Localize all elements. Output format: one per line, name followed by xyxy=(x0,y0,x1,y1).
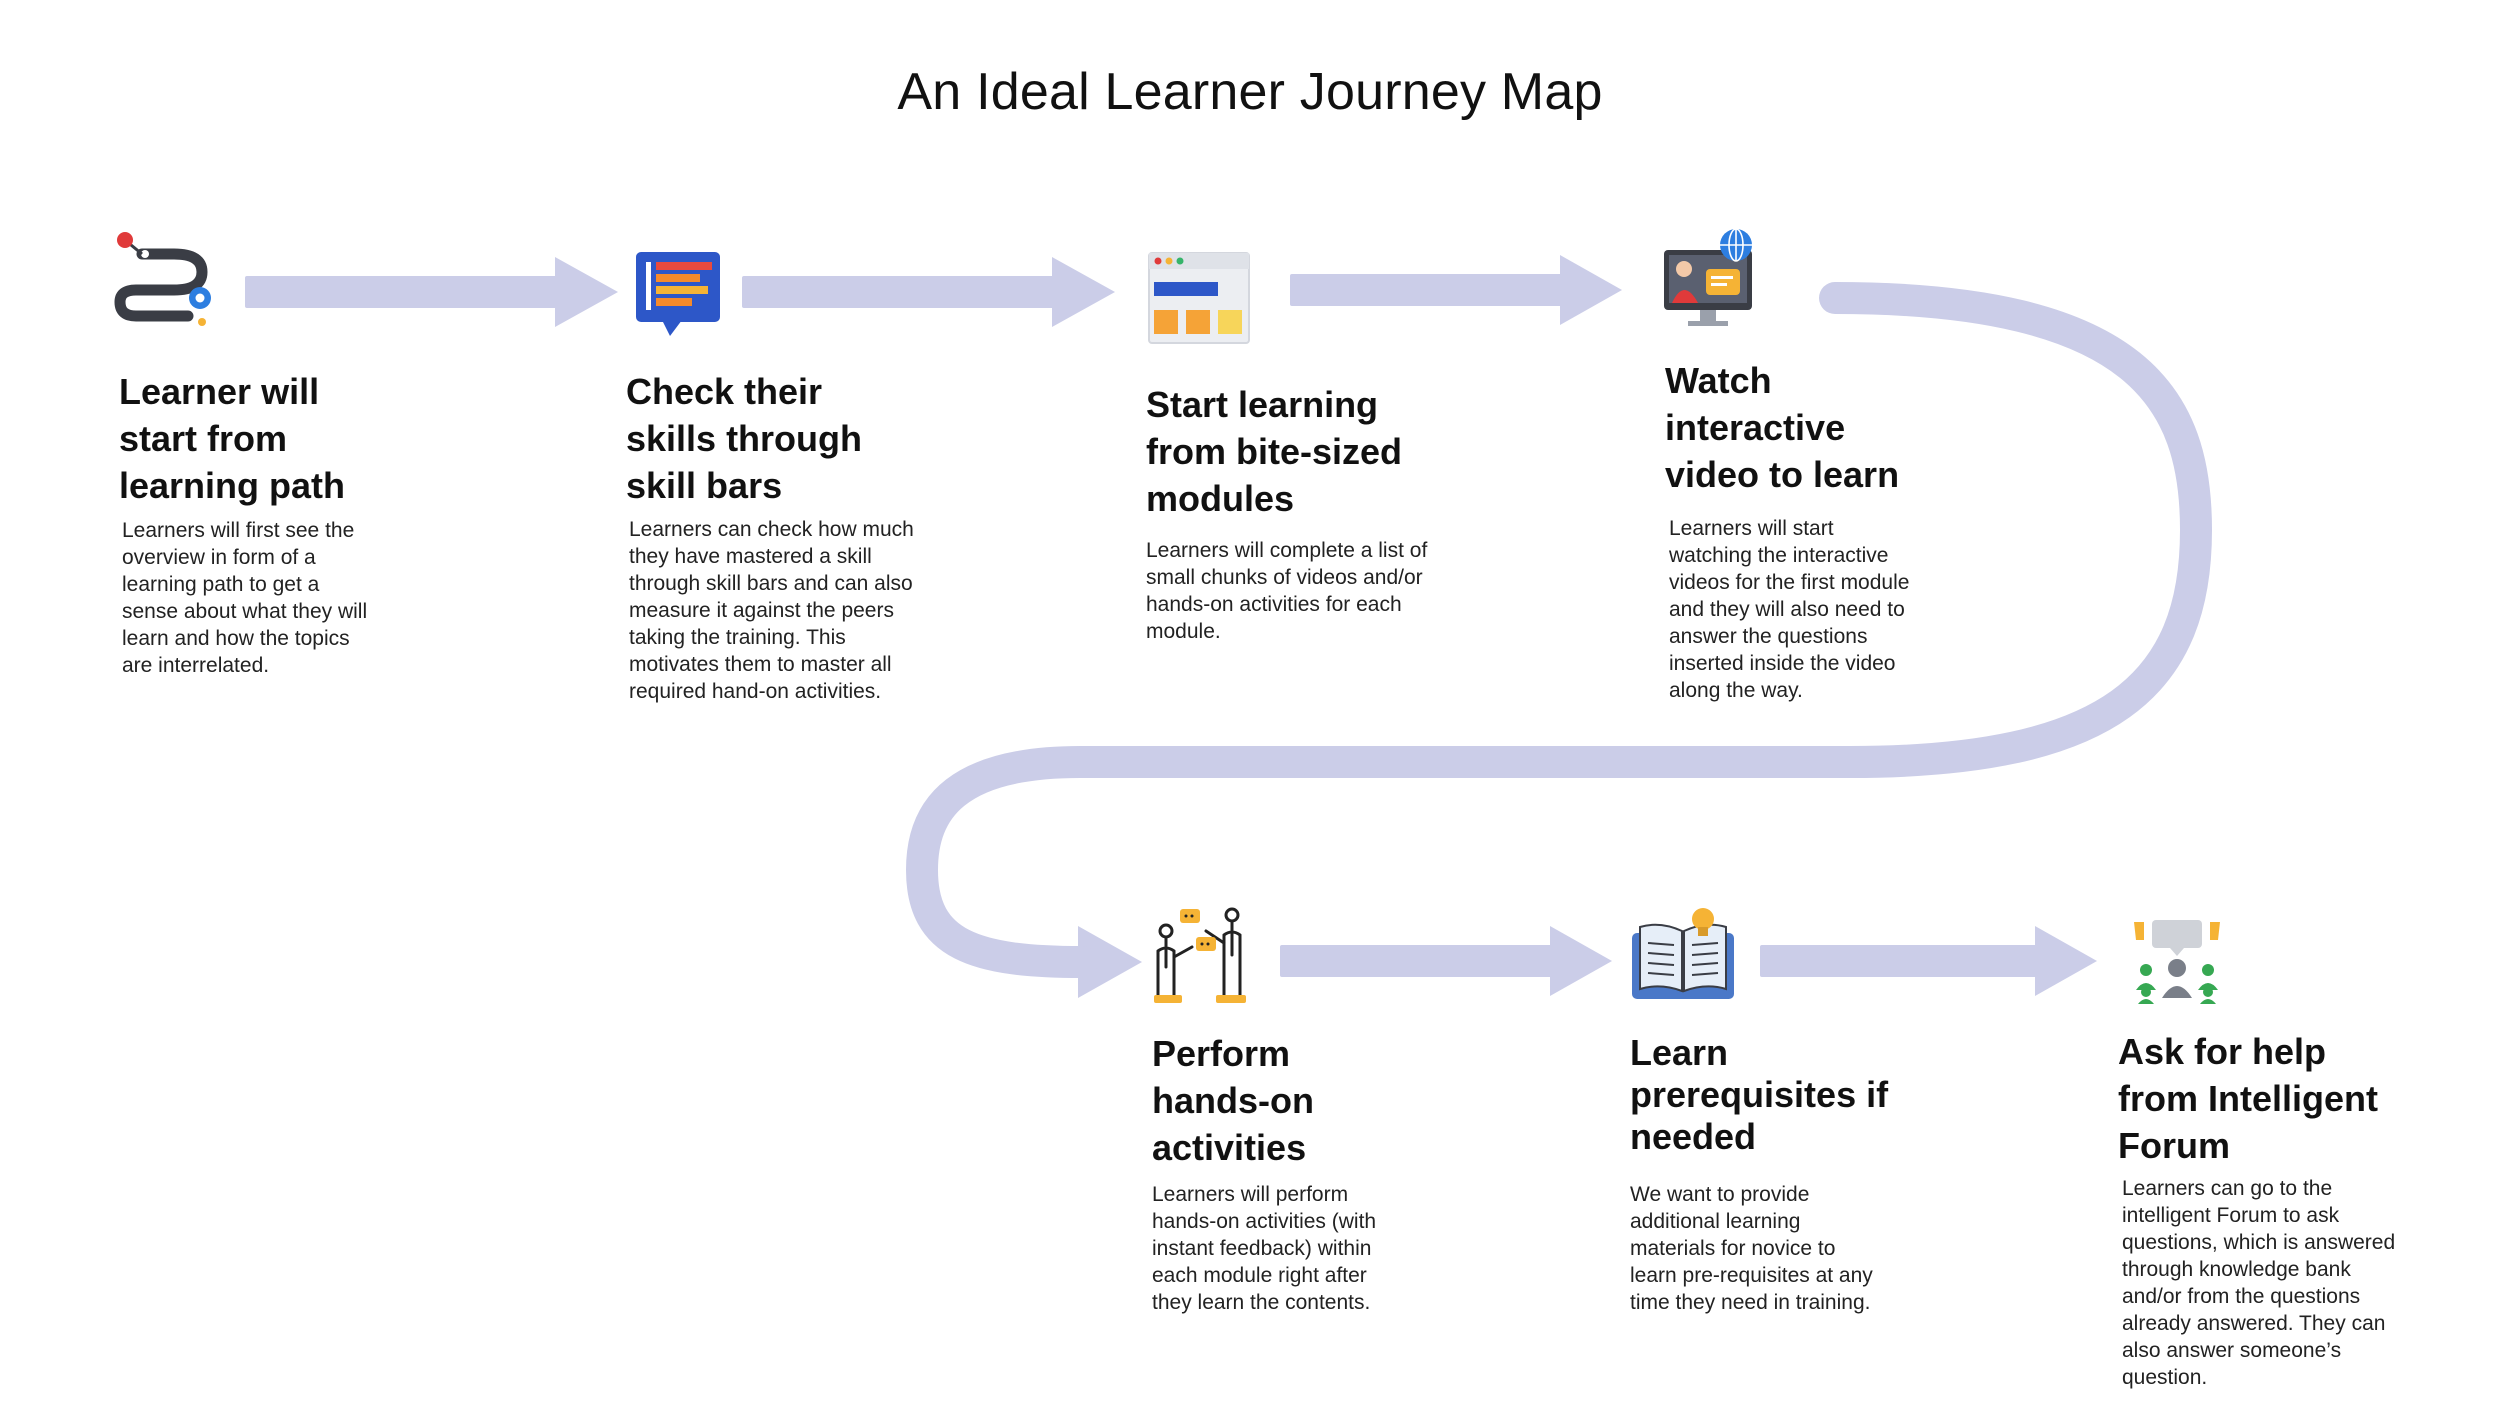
step-4-title: Watch interactive video to learn xyxy=(1665,360,1900,495)
step-1-description: Learners will first see the overview in … xyxy=(122,519,368,677)
step-7-description: Learners can go to the intelligent Forum… xyxy=(2122,1177,2396,1389)
forum-icon xyxy=(2134,920,2220,1004)
arrow-1-to-2 xyxy=(245,257,618,327)
skill-bars-icon xyxy=(636,252,720,336)
step-2-description: Learners can check how much they have ma… xyxy=(629,518,914,703)
step-3-title: Start learning from bite-sized modules xyxy=(1146,384,1403,519)
step-6-title: Learn prerequisites if needed xyxy=(1630,1032,1889,1157)
interactive-video-icon xyxy=(1664,228,1752,326)
page-title: An Ideal Learner Journey Map xyxy=(897,63,1603,121)
arrow-4-to-5-curve xyxy=(905,282,2213,978)
arrow-5-to-6 xyxy=(1280,926,1612,996)
step-5-title: Perform hands-on activities xyxy=(1152,1033,1314,1168)
step-4-description: Learners will start watching the interac… xyxy=(1669,517,1910,702)
arrow-2-to-3 xyxy=(742,257,1115,327)
step-6-description: We want to provide additional learning m… xyxy=(1630,1183,1873,1314)
arrow-4-to-5-head xyxy=(1078,926,1142,998)
learning-path-icon xyxy=(114,232,211,326)
step-1-title: Learner will start from learning path xyxy=(119,371,346,506)
modules-window-icon xyxy=(1148,252,1250,344)
arrow-6-to-7 xyxy=(1760,926,2097,996)
arrow-3-to-4 xyxy=(1290,255,1622,325)
hands-on-activity-icon xyxy=(1154,907,1246,1003)
step-7-title: Ask for help from Intelligent Forum xyxy=(2118,1031,2378,1166)
step-3-description: Learners will complete a list of small c… xyxy=(1146,539,1428,643)
step-2-title: Check their skills through skill bars xyxy=(626,371,863,506)
step-5-description: Learners will perform hands-on activitie… xyxy=(1152,1183,1377,1314)
open-book-icon xyxy=(1632,908,1734,999)
